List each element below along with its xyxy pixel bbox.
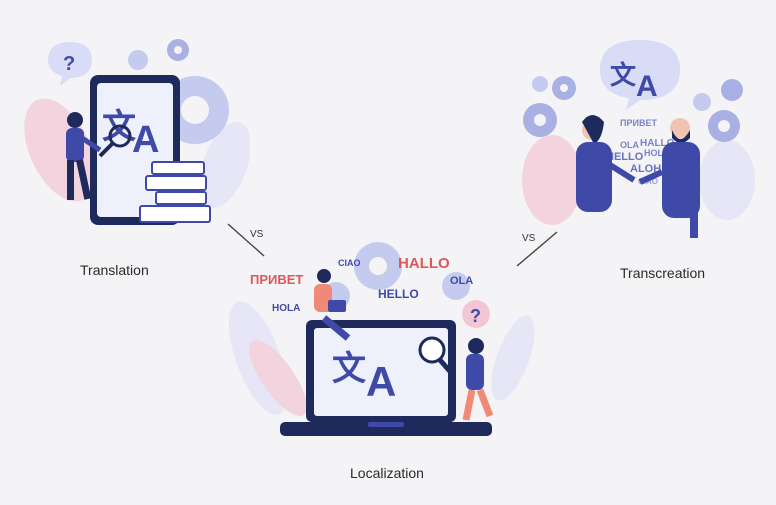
gear-icon <box>721 79 743 101</box>
svg-text:?: ? <box>63 53 75 75</box>
sitting-woman-figure <box>314 269 351 341</box>
vs-label-left: VS <box>250 229 264 240</box>
man-figure <box>638 118 700 238</box>
laptop <box>280 320 492 436</box>
gear-icon <box>708 110 740 142</box>
word-hello: HELLO <box>378 287 419 301</box>
word-hola: HOLA <box>272 303 300 314</box>
gear-icon <box>442 272 470 300</box>
gear-icon <box>523 103 557 137</box>
word-ola: OLA <box>450 275 473 287</box>
svg-text:文: 文 <box>610 60 637 90</box>
word-hola: HOLA <box>644 148 670 158</box>
word-privet: ПРИВЕТ <box>620 118 657 128</box>
woman-figure <box>576 115 636 212</box>
word-privet: ПРИВЕТ <box>250 272 303 287</box>
gear-icon <box>128 50 148 70</box>
localization-illustration: ПРИВЕТ CIAO HALLO OLA HELLO HOLA 文 A ? <box>228 242 535 436</box>
translate-char: 文 <box>332 350 366 388</box>
word-hallo: HALLO <box>398 255 450 272</box>
svg-text:A: A <box>636 70 658 103</box>
vs-label-right: VS <box>522 233 536 244</box>
translate-letter: A <box>366 358 396 405</box>
gear-icon <box>532 76 548 92</box>
person-figure <box>66 112 102 200</box>
vs-connector-right <box>516 231 558 267</box>
question-bubble-icon: ? <box>48 42 92 86</box>
translate-bubble-icon: 文 A <box>600 40 680 110</box>
book-stack <box>139 161 211 223</box>
transcreation-illustration: 文 A ПРИВЕТ OLA HALLO HELLO HOLA ALOHA CI… <box>522 40 755 238</box>
vs-connector-left <box>227 223 265 257</box>
magnifier-icon <box>98 124 132 158</box>
translation-caption: Translation <box>80 262 149 278</box>
translation-illustration: 文 A ? <box>24 39 250 225</box>
gear-icon <box>693 93 711 111</box>
transcreation-caption: Transcreation <box>620 265 706 281</box>
word-hello: HELLO <box>606 151 644 163</box>
question-bubble-icon: ? <box>462 300 490 328</box>
magnifier-icon <box>418 336 456 378</box>
word-ciao: CIAO <box>338 258 361 268</box>
translate-letter: A <box>132 119 159 161</box>
gear-icon <box>354 242 402 290</box>
word-ola: OLA <box>620 140 639 150</box>
svg-text:?: ? <box>470 306 481 326</box>
walking-man-figure <box>462 338 494 421</box>
gear-icon <box>552 76 576 100</box>
localization-caption: Localization <box>350 465 424 481</box>
gear-icon <box>167 39 189 61</box>
word-hallo: HALLO <box>640 138 675 149</box>
